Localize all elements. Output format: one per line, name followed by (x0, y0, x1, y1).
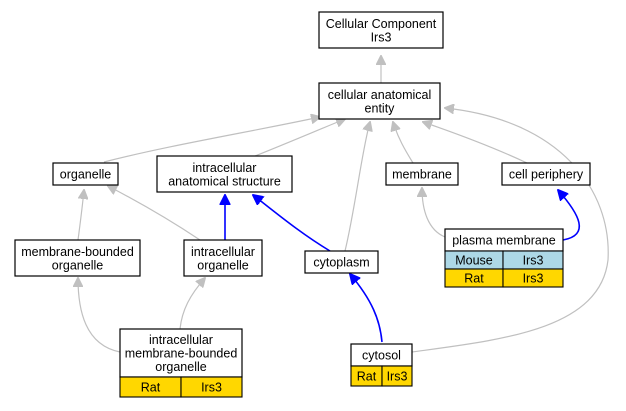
edge-cytosol-to-cae (411, 108, 609, 353)
node-label: plasma membrane (452, 234, 556, 248)
node-label: cytosol (362, 349, 401, 363)
edge-cytoplasm-to-cae (344, 122, 370, 252)
node-box (119, 328, 243, 378)
gene-label: Irs3 (201, 381, 222, 395)
node-cytoplasm[interactable]: cytoplasm (304, 250, 379, 274)
gene-label: Irs3 (523, 272, 544, 286)
node-label: Irs3 (371, 30, 392, 44)
node-label: cell periphery (509, 168, 584, 182)
node-imbo[interactable]: intracellularmembrane-boundedorganelleRa… (119, 328, 243, 398)
node-box (14, 239, 141, 277)
species-label: Mouse (455, 254, 493, 268)
edge-ias-to-cae (254, 119, 345, 157)
species-label: Rat (464, 272, 484, 286)
node-label: anatomical structure (168, 174, 281, 188)
gene-label: Irs3 (387, 370, 408, 384)
node-membrane[interactable]: membrane (385, 162, 459, 186)
annotation-cell (381, 365, 413, 387)
node-organelle[interactable]: organelle (52, 162, 119, 186)
edge-imbo-to-intraorg (179, 278, 205, 330)
node-label: membrane (392, 168, 452, 182)
node-label: cellular anatomical (328, 88, 432, 102)
edge-plasma-to-membrane (422, 188, 446, 238)
node-box (156, 155, 293, 193)
edge-cytosol-to-cytoplasm (350, 274, 383, 343)
node-label: organelle (197, 258, 248, 272)
node-box (304, 250, 379, 274)
node-label: intracellular (191, 245, 255, 259)
annotation-cell (180, 376, 243, 398)
node-box (501, 162, 591, 186)
edges (77, 56, 609, 353)
edge-membrane-to-cae (393, 122, 414, 164)
species-label: Rat (357, 370, 377, 384)
node-label: organelle (155, 360, 206, 374)
edge-organelle-to-cae (103, 117, 320, 163)
node-box (385, 162, 459, 186)
node-label: organelle (52, 258, 103, 272)
node-cellper[interactable]: cell periphery (501, 162, 591, 186)
node-label: Cellular Component (326, 17, 437, 31)
node-box (318, 82, 441, 120)
node-label: cytoplasm (313, 256, 369, 270)
edge-cytoplasm-to-ias (253, 195, 331, 252)
node-label: membrane-bounded (125, 347, 238, 361)
edge-intraorg-to-organelle (108, 186, 201, 241)
annotation-cell (502, 268, 564, 288)
gene-label: Irs3 (523, 254, 544, 268)
node-label: intracellular (193, 161, 257, 175)
edge-mbo-to-organelle (77, 190, 84, 241)
node-label: intracellular (149, 333, 213, 347)
node-label: organelle (60, 168, 111, 182)
node-box (52, 162, 119, 186)
node-label: membrane-bounded (21, 245, 134, 259)
species-label: Rat (141, 381, 161, 395)
node-box (318, 11, 444, 49)
node-label: entity (365, 101, 396, 115)
edge-cellper-to-cae (423, 122, 528, 164)
node-box (183, 239, 263, 277)
edge-plasma-to-cellper (558, 190, 581, 241)
edge-imbo-to-mbo (78, 278, 121, 353)
